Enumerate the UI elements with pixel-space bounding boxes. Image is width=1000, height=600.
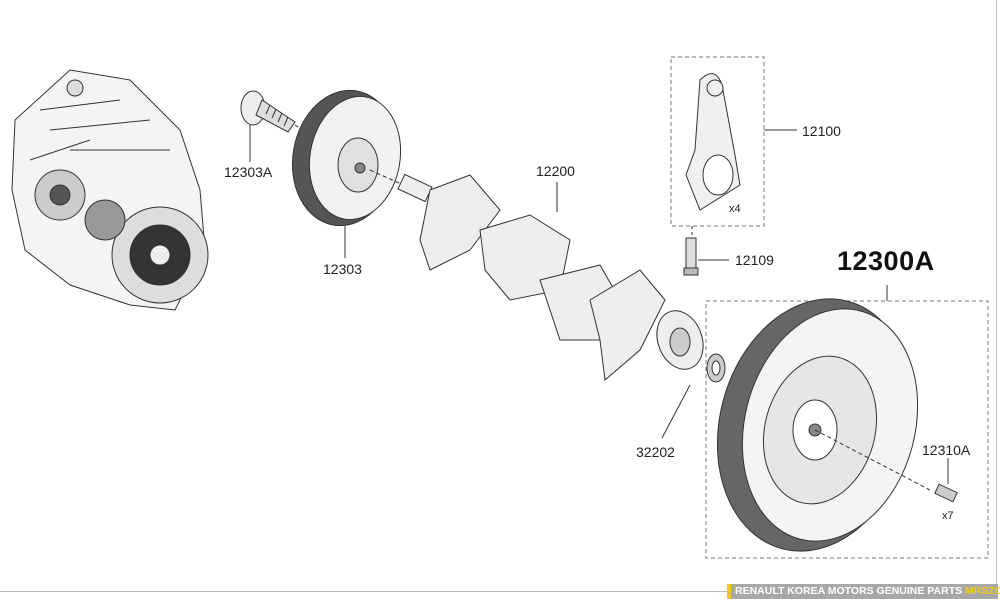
part-label-32202[interactable]: 32202 — [636, 444, 675, 460]
engine-assembly-image — [11, 69, 209, 311]
conrod-bolt-image — [683, 237, 699, 276]
quantity-conrod: x4 — [729, 203, 741, 215]
part-label-12109[interactable]: 12109 — [735, 252, 774, 268]
part-label-12300A[interactable]: 12300A — [837, 246, 935, 276]
footer-banner: RENAULT KOREA MOTORS GENUINE PARTS MRSZO… — [727, 584, 1000, 599]
part-label-12200[interactable]: 12200 — [536, 163, 575, 179]
flywheel-image — [716, 298, 919, 552]
connecting-rod-image — [685, 73, 741, 211]
crankshaft-pulley-image — [291, 89, 402, 227]
flywheel-bolt-image — [934, 483, 958, 503]
pulley-bolt-image — [240, 90, 296, 133]
part-label-12310A[interactable]: 12310A — [922, 442, 971, 458]
oil-seal-image — [706, 353, 726, 383]
footer-brand: MRSZONE — [965, 585, 1000, 597]
crankshaft-image — [397, 173, 704, 381]
quantity-bolt: x7 — [942, 510, 954, 522]
part-label-12303A[interactable]: 12303A — [224, 164, 273, 180]
part-label-12303[interactable]: 12303 — [323, 261, 362, 277]
footer-text: RENAULT KOREA MOTORS GENUINE PARTS — [735, 585, 963, 597]
part-label-12100[interactable]: 12100 — [802, 123, 841, 139]
